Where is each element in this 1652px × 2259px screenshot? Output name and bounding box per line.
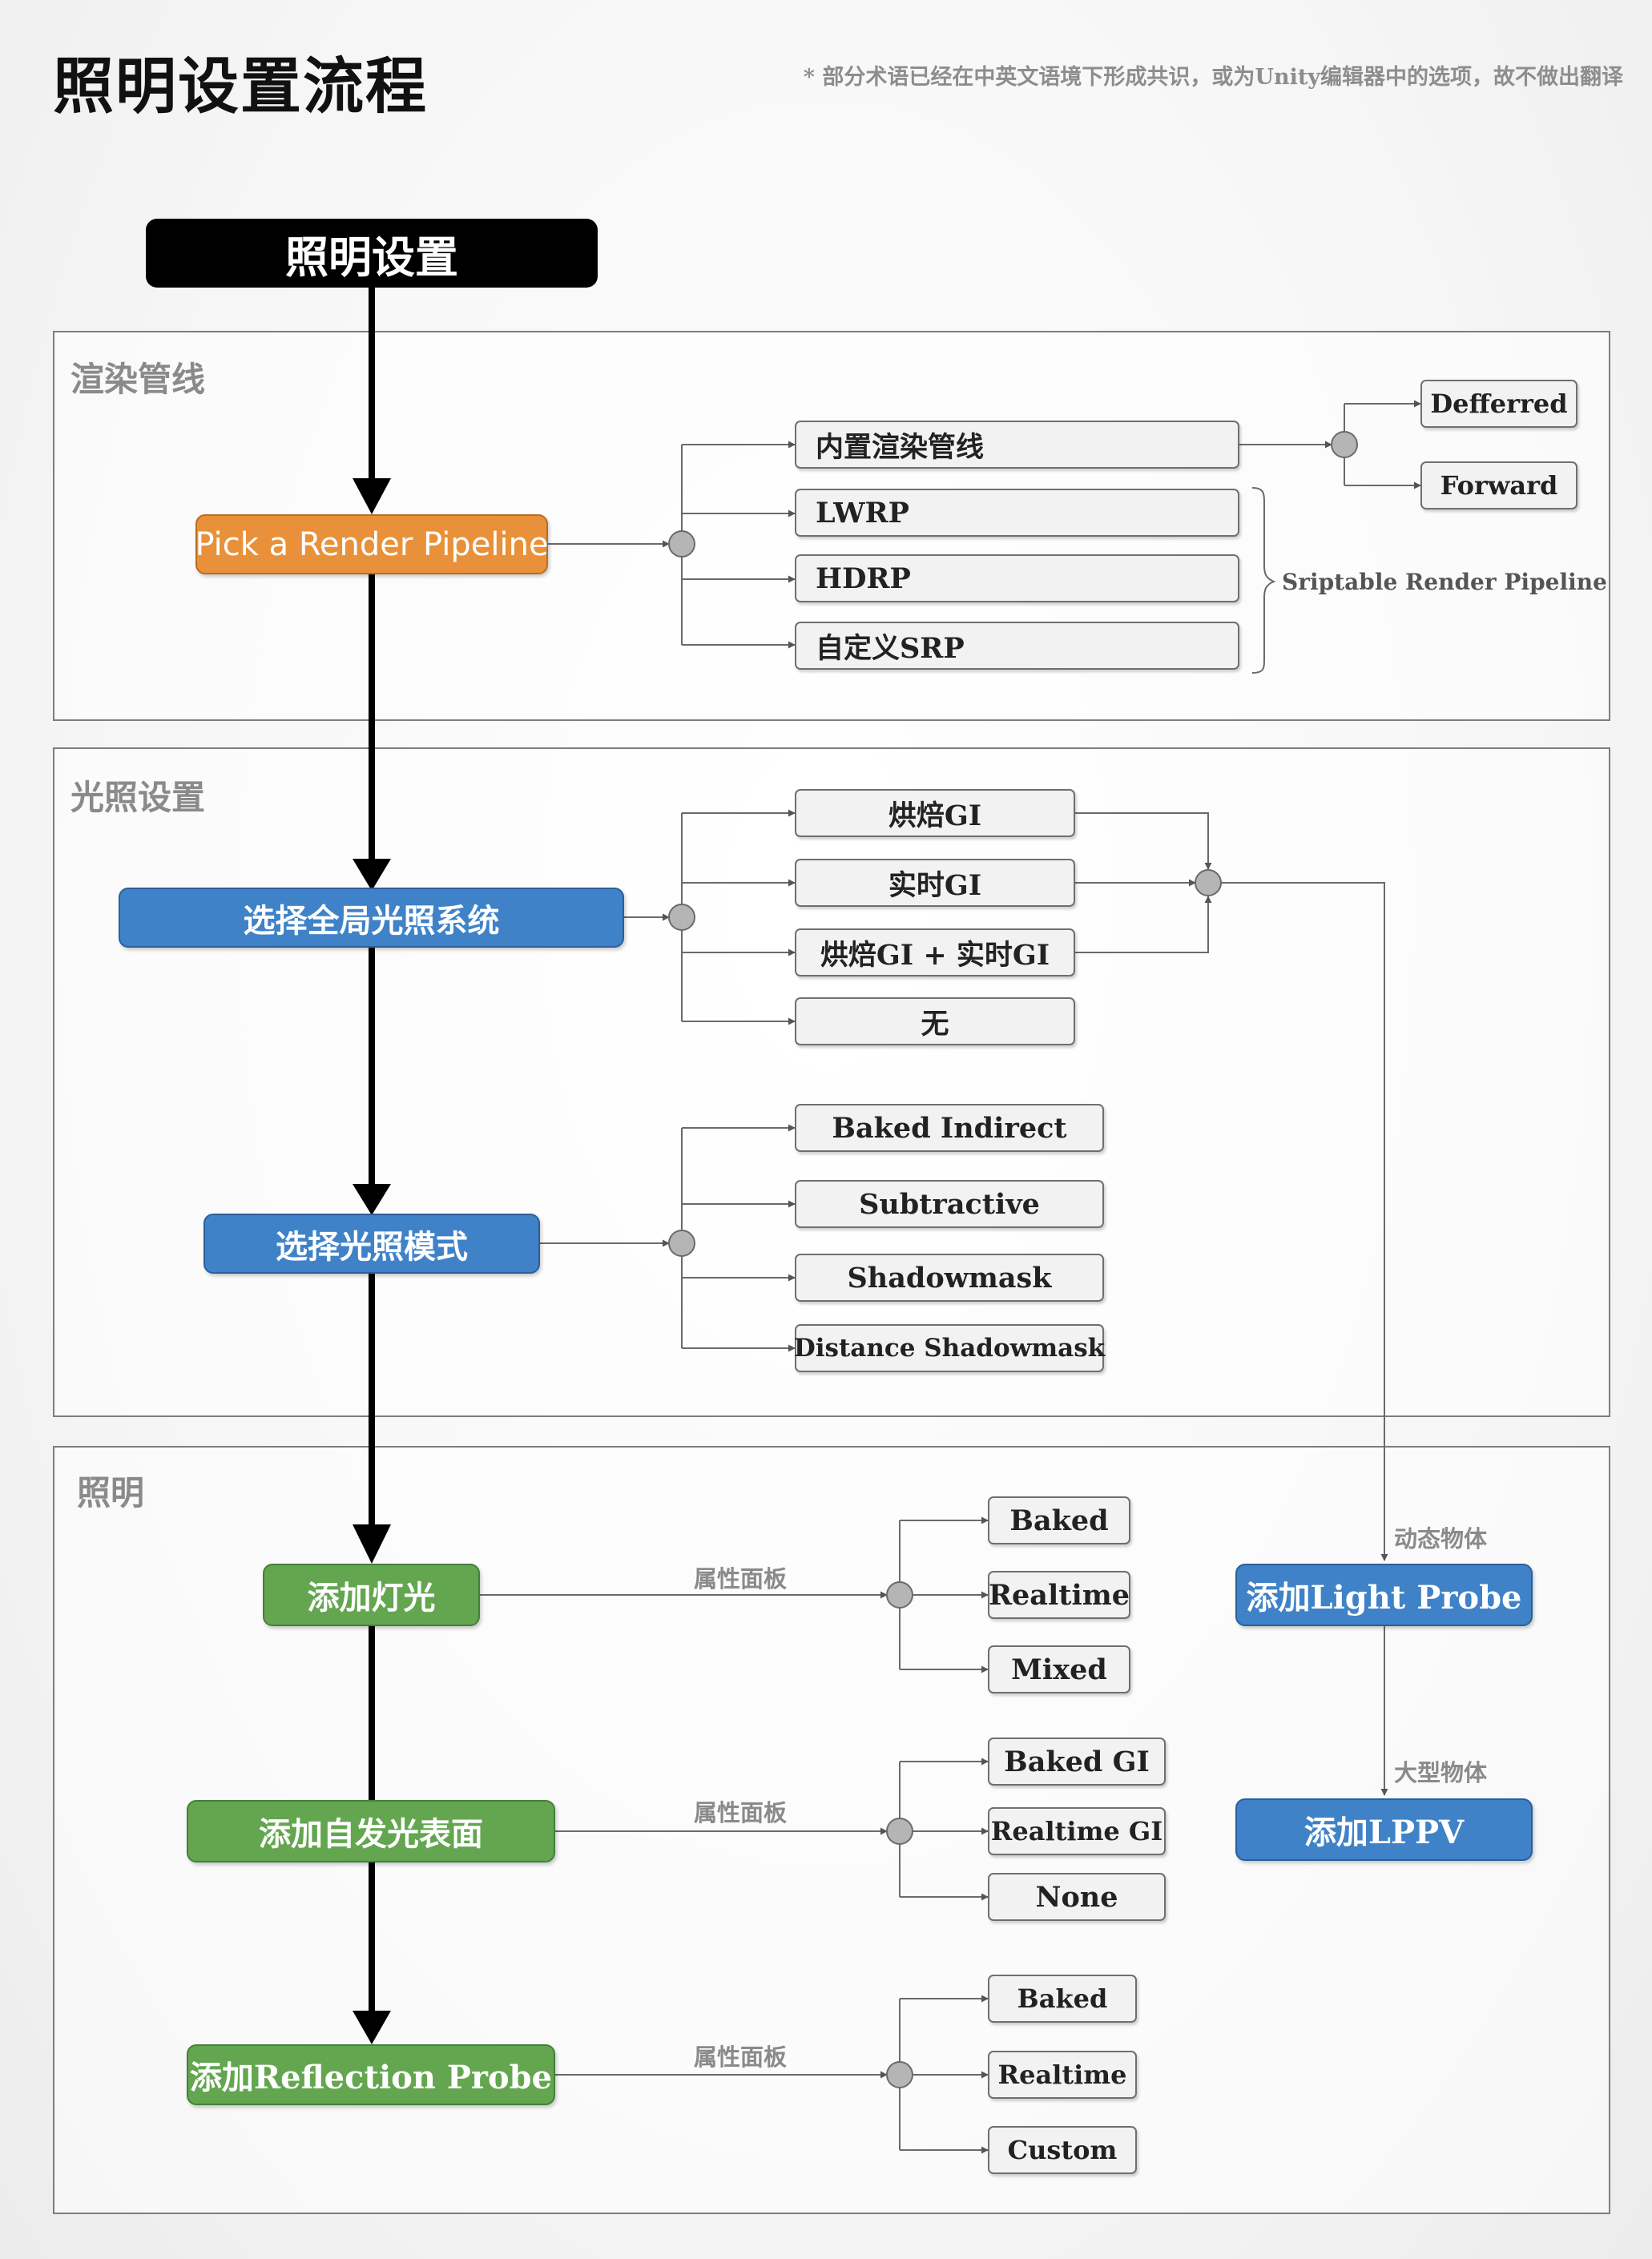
emissive-option-none: None [988,1873,1166,1921]
reflection-option-realtime: Realtime [988,2051,1137,2099]
emissive-option-baked-gi: Baked GI [988,1738,1166,1786]
option-baked-indirect: Baked Indirect [795,1104,1104,1152]
add-emissive-surface-node: 添加自发光表面 [187,1800,555,1862]
add-light-node: 添加灯光 [263,1564,480,1626]
option-realtime-gi: 实时GI [795,859,1075,907]
section-title-lighting-settings: 光照设置 [71,778,206,817]
select-gi-system-node: 选择全局光照系统 [119,888,624,948]
reflection-panel-label: 属性面板 [694,2044,788,2071]
add-light-probe-node: 添加Light Probe [1235,1564,1533,1626]
emissive-option-realtime-gi: Realtime GI [988,1807,1166,1855]
option-deferred: Defferred [1420,380,1577,428]
option-shadowmask: Shadowmask [795,1254,1104,1302]
pick-render-pipeline-node: Pick a Render Pipeline [195,514,549,574]
section-title-lighting: 照明 [77,1473,145,1512]
page-title: 照明设置流程 [53,50,428,122]
srp-group-label: Sriptable Render Pipeline [1282,569,1607,595]
option-lwrp: LWRP [795,489,1239,537]
reflection-option-baked: Baked [988,1975,1137,2023]
emissive-panel-label: 属性面板 [694,1799,788,1826]
select-lighting-mode-node: 选择光照模式 [203,1214,540,1274]
option-baked-gi: 烘焙GI [795,789,1075,837]
add-lppv-node: 添加LPPV [1235,1798,1533,1861]
option-custom-srp: 自定义SRP [795,622,1239,670]
translation-note: * 部分术语已经在中英文语境下形成共识，或为Unity编辑器中的选项，故不做出翻… [803,65,1623,90]
option-subtractive: Subtractive [795,1180,1104,1228]
light-option-realtime: Realtime [988,1571,1130,1619]
light-panel-label: 属性面板 [694,1565,788,1593]
add-reflection-probe-node: 添加Reflection Probe [187,2044,555,2105]
option-distance-shadowmask: Distance Shadowmask [794,1324,1105,1372]
option-builtin-pipeline: 内置渲染管线 [795,421,1239,469]
light-option-mixed: Mixed [988,1645,1130,1693]
dynamic-objects-label: 动态物体 [1394,1525,1488,1552]
reflection-option-custom: Custom [988,2126,1137,2174]
option-hdrp: HDRP [795,554,1239,602]
option-baked-plus-realtime-gi: 烘焙GI + 实时GI [795,928,1075,976]
section-title-render-pipeline: 渲染管线 [71,360,206,399]
option-no-gi: 无 [795,997,1075,1045]
large-objects-label: 大型物体 [1394,1759,1488,1786]
lighting-setup-start: 照明设置 [146,219,598,288]
option-forward: Forward [1420,461,1577,509]
light-option-baked: Baked [988,1496,1130,1544]
